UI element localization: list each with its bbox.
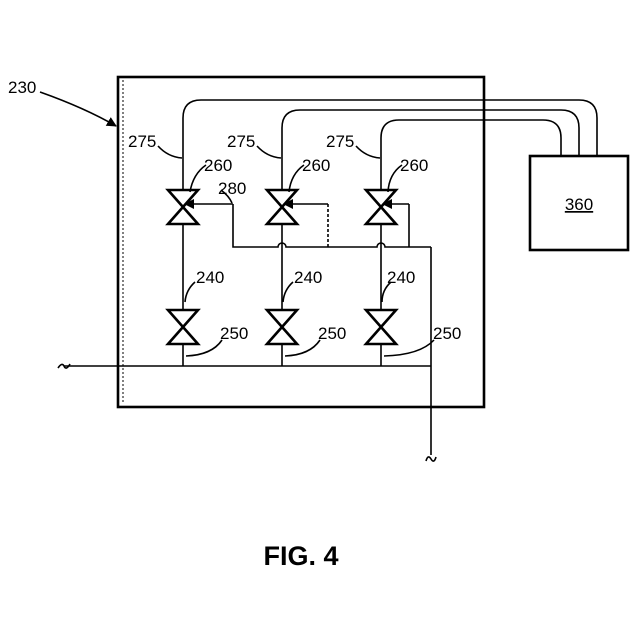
label-275-1: 275 [128,132,156,151]
label-280: 280 [218,179,246,198]
enclosure-box [118,77,484,407]
leader-275-2 [257,146,281,158]
label-250-3: 250 [433,324,461,343]
leader-275-1 [158,146,182,158]
label-360: 360 [565,195,593,214]
label-260-1: 260 [204,156,232,175]
lower-valve-2 [267,310,297,344]
lower-valve-3 [366,310,396,344]
upper-valve-2 [267,190,328,224]
label-250-2: 250 [318,324,346,343]
manifold-line [233,204,431,247]
leader-275-3 [356,146,380,158]
label-275-2: 275 [227,132,255,151]
return-line-break-mark [426,457,436,461]
label-240-2: 240 [294,268,322,287]
label-260-3: 260 [400,156,428,175]
feed-line-1 [183,100,597,160]
leader-230 [40,92,116,126]
label-260-2: 260 [302,156,330,175]
label-275-3: 275 [326,132,354,151]
label-240-3: 240 [387,268,415,287]
leader-240-1 [185,282,195,302]
label-250-1: 250 [220,324,248,343]
lower-valve-1 [168,310,198,344]
label-230: 230 [8,78,36,97]
upper-valve-3 [366,190,409,224]
leader-240-2 [283,282,293,302]
outlet-line-break-mark [58,364,70,368]
figure-caption: FIG. 4 [263,541,338,571]
feed-line-3 [381,120,561,160]
label-240-1: 240 [196,268,224,287]
